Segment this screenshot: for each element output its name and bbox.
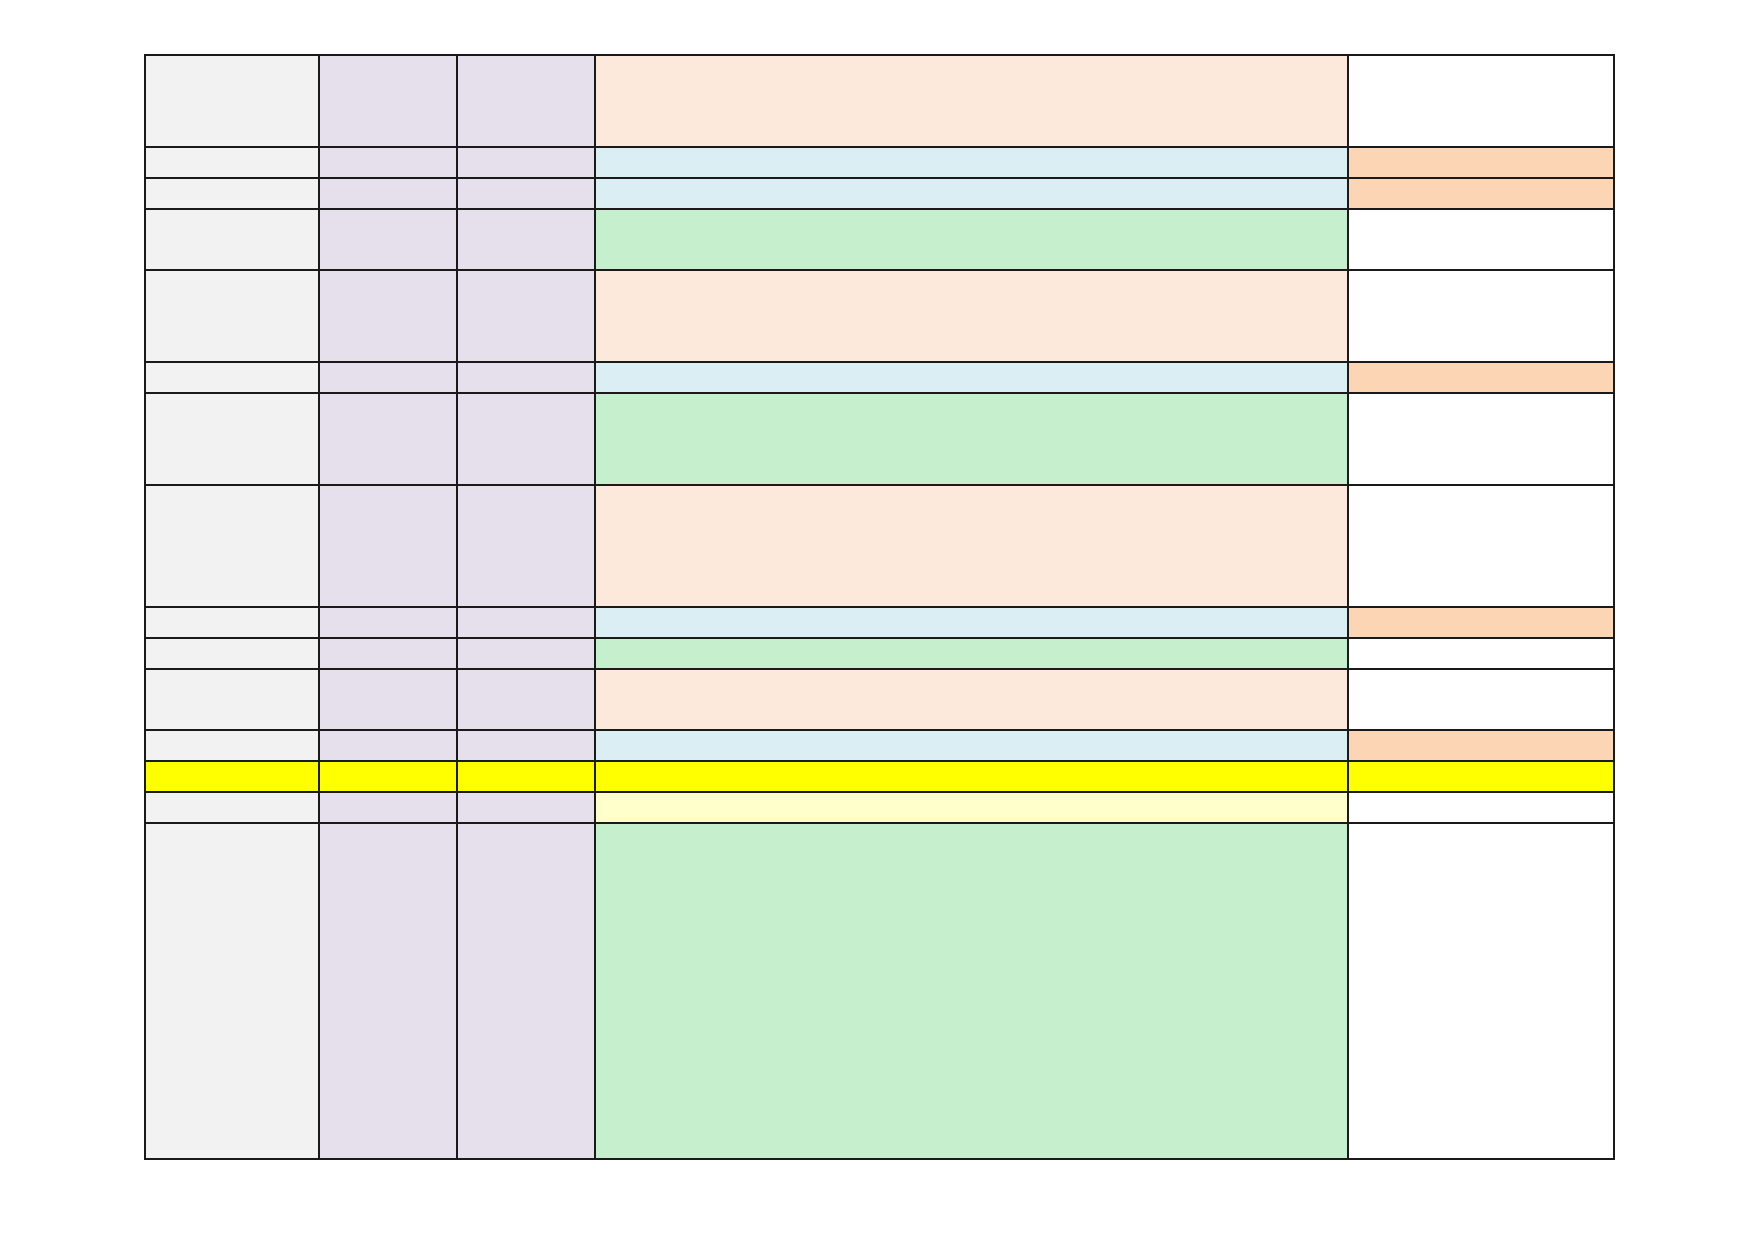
table-cell[interactable]	[594, 760, 1349, 793]
table-cell[interactable]	[456, 791, 596, 824]
table-cell[interactable]	[318, 606, 458, 639]
table-cell[interactable]	[144, 729, 320, 762]
table-cell[interactable]	[144, 208, 320, 271]
table-cell[interactable]	[594, 668, 1349, 731]
table-cell[interactable]	[144, 54, 320, 148]
table-row	[144, 822, 1615, 1160]
table-cell[interactable]	[594, 269, 1349, 363]
table-row	[144, 484, 1615, 608]
table-cell[interactable]	[144, 392, 320, 486]
table-cell[interactable]	[594, 637, 1349, 670]
spreadsheet-table	[144, 54, 1615, 1160]
table-cell[interactable]	[594, 484, 1349, 608]
table-row	[144, 208, 1615, 271]
table-cell[interactable]	[144, 668, 320, 731]
table-cell[interactable]	[1347, 791, 1615, 824]
table-cell[interactable]	[1347, 361, 1615, 394]
table-cell[interactable]	[318, 822, 458, 1160]
table-cell[interactable]	[594, 54, 1349, 148]
table-cell[interactable]	[456, 760, 596, 793]
table-cell[interactable]	[144, 146, 320, 179]
table-cell[interactable]	[594, 361, 1349, 394]
table-cell[interactable]	[456, 269, 596, 363]
table-row	[144, 177, 1615, 210]
table-cell[interactable]	[594, 606, 1349, 639]
table-cell[interactable]	[318, 791, 458, 824]
table-row	[144, 668, 1615, 731]
table-cell[interactable]	[318, 269, 458, 363]
table-cell[interactable]	[318, 177, 458, 210]
table-row	[144, 361, 1615, 394]
table-cell[interactable]	[594, 208, 1349, 271]
table-cell[interactable]	[144, 361, 320, 394]
table-cell[interactable]	[318, 729, 458, 762]
table-row	[144, 269, 1615, 363]
table-cell[interactable]	[318, 668, 458, 731]
table-cell[interactable]	[144, 791, 320, 824]
table-cell[interactable]	[144, 637, 320, 670]
table-row	[144, 729, 1615, 762]
table-cell[interactable]	[1347, 822, 1615, 1160]
table-cell[interactable]	[594, 177, 1349, 210]
table-cell[interactable]	[318, 484, 458, 608]
table-cell[interactable]	[1347, 637, 1615, 670]
table-row	[144, 637, 1615, 670]
table-cell[interactable]	[144, 484, 320, 608]
table-cell[interactable]	[1347, 146, 1615, 179]
table-cell[interactable]	[456, 146, 596, 179]
table-cell[interactable]	[144, 760, 320, 793]
table-cell[interactable]	[456, 637, 596, 670]
table-cell[interactable]	[456, 606, 596, 639]
table-cell[interactable]	[144, 822, 320, 1160]
table-cell[interactable]	[456, 822, 596, 1160]
table-row	[144, 392, 1615, 486]
table-cell[interactable]	[1347, 729, 1615, 762]
table-cell[interactable]	[456, 177, 596, 210]
table-cell[interactable]	[144, 606, 320, 639]
table-row	[144, 146, 1615, 179]
table-cell[interactable]	[1347, 269, 1615, 363]
table-cell[interactable]	[318, 760, 458, 793]
table-cell[interactable]	[456, 392, 596, 486]
table-cell[interactable]	[594, 791, 1349, 824]
table-cell[interactable]	[456, 208, 596, 271]
table-row	[144, 760, 1615, 793]
table-cell[interactable]	[318, 54, 458, 148]
table-cell[interactable]	[594, 822, 1349, 1160]
table-row	[144, 606, 1615, 639]
table-cell[interactable]	[594, 729, 1349, 762]
table-cell[interactable]	[456, 668, 596, 731]
table-cell[interactable]	[1347, 177, 1615, 210]
table-cell[interactable]	[594, 146, 1349, 179]
table-cell[interactable]	[456, 54, 596, 148]
table-row	[144, 791, 1615, 824]
table-cell[interactable]	[318, 146, 458, 179]
table-cell[interactable]	[318, 208, 458, 271]
table-cell[interactable]	[594, 392, 1349, 486]
table-cell[interactable]	[456, 729, 596, 762]
table-cell[interactable]	[318, 361, 458, 394]
table-cell[interactable]	[456, 484, 596, 608]
table-cell[interactable]	[1347, 484, 1615, 608]
table-cell[interactable]	[318, 637, 458, 670]
table-cell[interactable]	[318, 392, 458, 486]
table-cell[interactable]	[1347, 208, 1615, 271]
table-row	[144, 54, 1615, 148]
table-cell[interactable]	[456, 361, 596, 394]
table-cell[interactable]	[1347, 606, 1615, 639]
table-cell[interactable]	[1347, 668, 1615, 731]
table-cell[interactable]	[144, 177, 320, 210]
table-cell[interactable]	[1347, 392, 1615, 486]
table-body	[144, 54, 1615, 1160]
table-cell[interactable]	[1347, 760, 1615, 793]
table-cell[interactable]	[1347, 54, 1615, 148]
table-cell[interactable]	[144, 269, 320, 363]
